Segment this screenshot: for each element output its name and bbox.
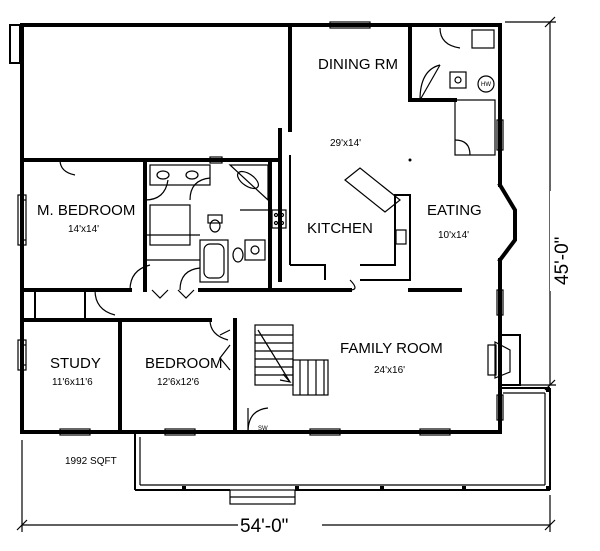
room-labels: DINING RM 29'x14' KITCHEN EATING 10'x14'… xyxy=(37,56,482,467)
width-dimension: 54'-0" xyxy=(240,516,288,537)
kitchen-fixtures: HW xyxy=(271,29,496,281)
master-bedroom-label: M. BEDROOM xyxy=(37,202,135,219)
bedroom-size: 12'6x12'6 xyxy=(157,377,200,388)
kitchen-size: 29'x14' xyxy=(330,138,361,149)
study-size: 11'6x11'6 xyxy=(52,377,93,388)
eating-size: 10'x14' xyxy=(438,230,469,241)
water-heater-label: HW xyxy=(481,82,491,88)
family-room-size: 24'x16' xyxy=(374,365,405,376)
front-porch xyxy=(134,387,551,505)
interior-walls xyxy=(20,23,462,434)
garage-corner xyxy=(9,24,21,64)
stair-label: SW xyxy=(258,426,268,432)
study-label: STUDY xyxy=(50,355,101,372)
master-bedroom-size: 14'x14' xyxy=(68,224,99,235)
stairs xyxy=(254,324,329,396)
fireplace xyxy=(487,334,521,386)
dining-room-label: DINING RM xyxy=(318,56,398,73)
kitchen-label: KITCHEN xyxy=(307,220,373,237)
square-footage: 1992 SQFT xyxy=(65,456,117,467)
doors: SW xyxy=(59,27,471,433)
bath-fixtures xyxy=(145,164,270,283)
depth-dimension: 45'-0" xyxy=(552,237,573,285)
bedroom-label: BEDROOM xyxy=(145,355,223,372)
family-room-label: FAMILY ROOM xyxy=(340,340,443,357)
dimension-labels: 54'-0" 45'-0" xyxy=(238,191,574,537)
eating-label: EATING xyxy=(427,202,482,219)
windows xyxy=(17,21,504,436)
